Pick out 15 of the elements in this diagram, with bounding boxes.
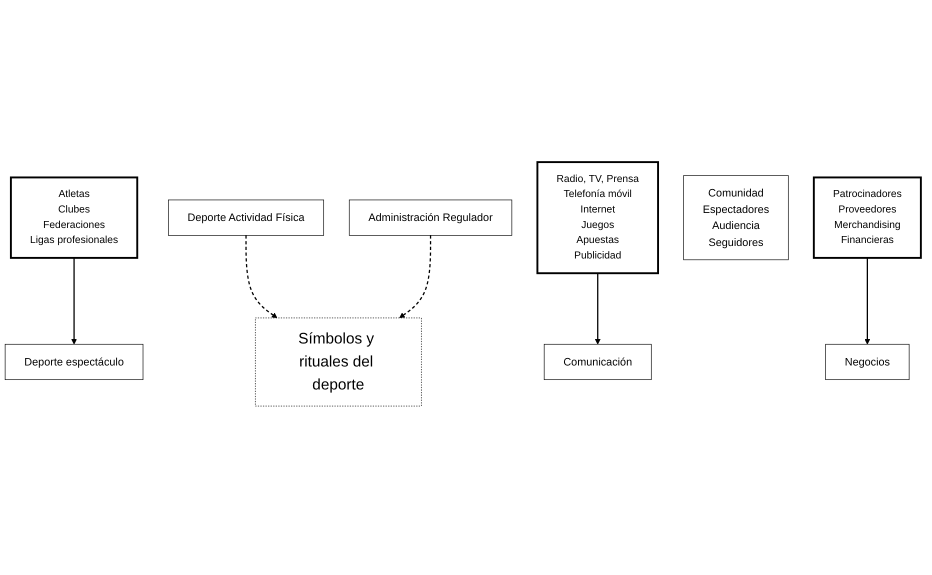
arrow	[864, 258, 870, 345]
node-box: Negocios	[825, 344, 910, 380]
node-box: Administración Regulador	[348, 200, 512, 236]
node-box: Deporte espectáculo	[4, 344, 144, 380]
arrow	[71, 258, 77, 345]
arrow	[245, 236, 278, 319]
node-box: Comunicación	[544, 344, 652, 380]
node-box: Patrocinadores Proveedores Merchandising Financieras	[812, 176, 922, 260]
node-box: Deporte Actividad Física	[168, 200, 324, 236]
arrow	[594, 274, 601, 345]
node-box: Radio, TV, Prensa Telefonía móvil Internet Juegos Apuestas Publicidad	[536, 162, 660, 275]
arrow	[399, 236, 432, 319]
node-box: Atletas Clubes Federaciones Ligas profesionales	[10, 176, 138, 260]
node-box: Comunidad Espectadores Audiencia Seguidores	[683, 176, 789, 261]
node-box: Símbolos y rituales del deporte	[254, 318, 422, 407]
